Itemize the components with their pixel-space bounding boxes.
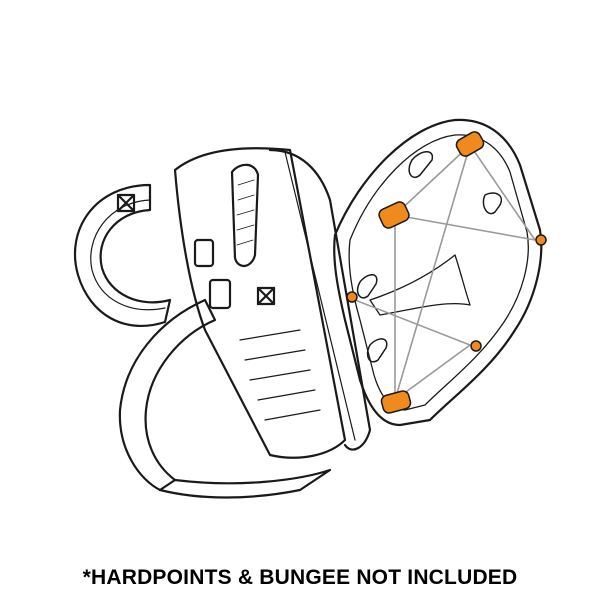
opened-lid-shell xyxy=(333,118,543,427)
back-panel xyxy=(173,147,347,459)
hardpoint xyxy=(535,234,547,246)
zipper-edge xyxy=(268,148,372,451)
buckle xyxy=(208,278,232,310)
disclaimer-caption: *HARDPOINTS & BUNGEE NOT INCLUDED xyxy=(82,566,518,589)
grip-pad xyxy=(230,163,260,267)
buckle xyxy=(193,238,215,268)
hardpoint xyxy=(470,340,482,352)
hardpoint xyxy=(378,201,410,229)
waist-strap xyxy=(118,298,217,492)
bungee-cord xyxy=(354,144,536,401)
hardpoint xyxy=(380,390,412,414)
hardpoint xyxy=(346,291,358,303)
shoulder-strap xyxy=(73,183,172,327)
hardpoint xyxy=(455,131,485,157)
hardpoints xyxy=(346,131,547,414)
